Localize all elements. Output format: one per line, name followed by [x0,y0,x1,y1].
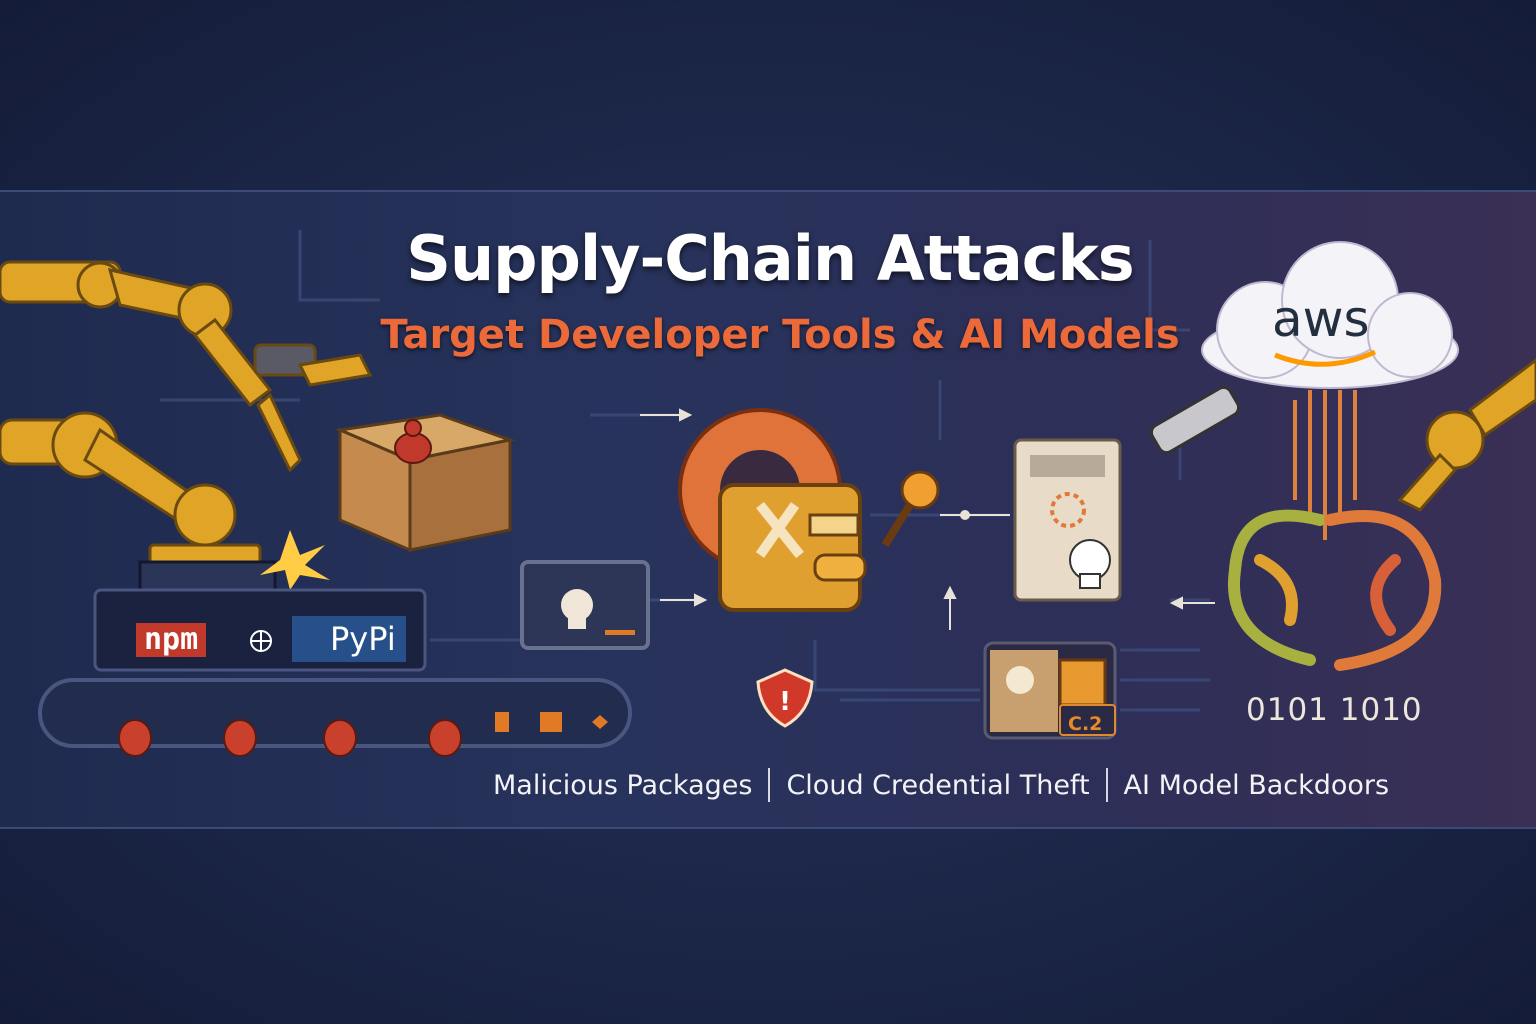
package-box-icon [334,413,516,553]
bug-icon [118,719,152,757]
c2-label: C.2 [1068,713,1103,735]
skull-icon [561,589,593,629]
binary-text: 0101 1010 [1246,692,1423,728]
flow-arrows [640,408,1215,630]
caption-divider [1105,768,1108,802]
bug-icon [223,719,257,757]
package-fragments [495,712,608,732]
aws-logo: aws [1272,290,1370,348]
virus-icon [1006,666,1034,694]
bug-icon [428,719,462,757]
bug-icon [323,719,357,757]
caption-cloud-credential-theft: Cloud Credential Theft [786,769,1090,801]
key-icon [881,470,940,548]
svg-text:!: ! [779,687,791,717]
page-title: Supply-Chain Attacks [406,222,1134,295]
data-beams [1293,390,1357,540]
globe-icon [250,630,272,652]
robot-arm-icon [0,260,373,569]
bug-icon [394,419,432,464]
warning-shield-icon [756,668,814,728]
ribbon-mark [755,501,804,559]
robot-arm-icon [1397,358,1536,512]
aws-smile-icon [1274,349,1377,367]
npm-logo: npm [136,623,207,657]
aws-cloud-icon [1201,241,1459,389]
caption-divider [768,768,771,802]
caption-ai-model-backdoors: AI Model Backdoors [1123,769,1390,801]
skull-icon [1069,539,1111,589]
alert-box-icon [1058,658,1107,707]
brain-icon [1228,509,1442,671]
spark-icon [260,530,330,590]
pypi-logo: PyPi [292,616,406,662]
bug-icons [118,719,462,757]
page-subtitle: Target Developer Tools & AI Models [380,312,1180,358]
caption-malicious-packages: Malicious Packages [493,769,753,801]
robot-base [138,560,277,592]
syringe-icon [1149,385,1241,455]
caption-bar: Malicious Packages Cloud Credential Thef… [493,768,1389,802]
